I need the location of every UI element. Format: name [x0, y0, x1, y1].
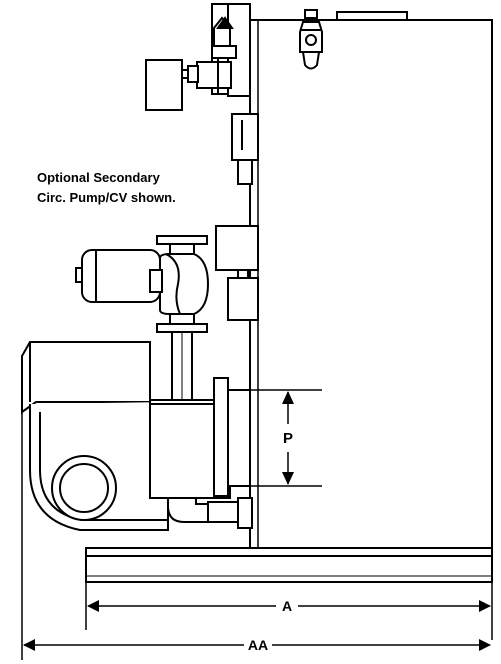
- dimension-p-label: P: [283, 430, 293, 447]
- dimension-p: P: [250, 389, 322, 487]
- boiler-tank: [249, 11, 493, 549]
- note-line-1: Optional Secondary: [37, 170, 160, 185]
- dimension-a-label: A: [282, 598, 292, 614]
- callout-note: Optional Secondary Circ. Pump/CV shown.: [37, 168, 176, 208]
- note-line-2: Circ. Pump/CV shown.: [37, 190, 176, 205]
- base-skid: [85, 547, 493, 583]
- dimension-aa-label: AA: [248, 637, 268, 653]
- dimension-aa: AA: [21, 412, 491, 660]
- relief-valve-icon: [299, 9, 323, 70]
- gas-valve-assembly: [145, 3, 251, 111]
- control-boxes: [215, 113, 259, 321]
- burner-blower: [21, 341, 231, 531]
- dimension-a: A: [85, 582, 493, 640]
- circulation-pump: [75, 235, 210, 333]
- flue-flange: [213, 377, 251, 497]
